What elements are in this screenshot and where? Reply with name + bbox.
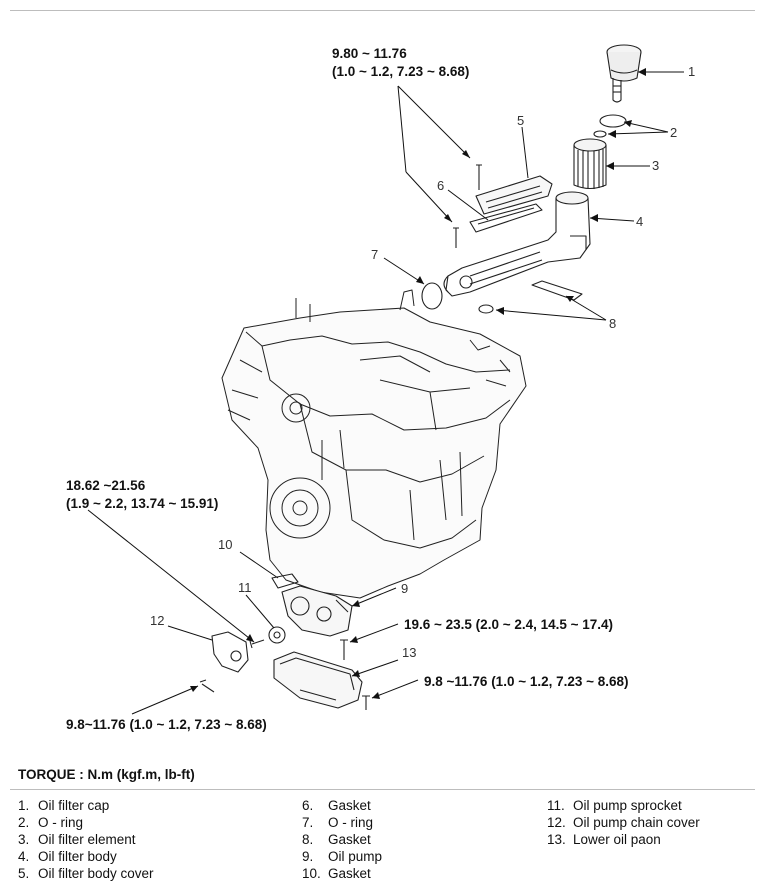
- top-rule: [10, 10, 755, 11]
- torque-cover-bolt-line1: 9.80 ~ 11.76: [332, 46, 407, 61]
- o-ring-small-part: [593, 130, 607, 138]
- legend-column-2: 6.Gasket 7.O - ring 8.Gasket 9.Oil pump …: [302, 797, 382, 882]
- gasket-8b-part: [478, 304, 494, 314]
- legend-rule: [10, 789, 755, 790]
- gasket-8a-part: [531, 280, 583, 301]
- o-ring-7-part: [421, 282, 443, 310]
- torque-unit-label: TORQUE : N.m (kgf.m, lb-ft): [18, 767, 195, 782]
- gasket-6-part: [469, 203, 543, 233]
- oil-pump-chain-cover-part: [211, 631, 249, 673]
- callout-8: 8: [609, 316, 616, 331]
- bolt-part: [453, 227, 459, 248]
- exploded-diagram: 1 2 3 4 5 6 7 8 9 10 11 12 13 9.80 ~ 11.…: [66, 44, 695, 732]
- callout-10: 10: [218, 537, 232, 552]
- callout-9: 9: [401, 581, 408, 596]
- oil-filter-body-part: [443, 191, 591, 297]
- legend-item: 5.Oil filter body cover: [18, 866, 154, 881]
- legend-item: 10.Gasket: [302, 866, 371, 881]
- callout-13: 13: [402, 645, 416, 660]
- legend-column-3: 11.Oil pump sprocket 12.Oil pump chain c…: [547, 797, 700, 848]
- oil-pump-part: [281, 585, 353, 637]
- torque-cover-bolt-line2: (1.0 ~ 1.2, 7.23 ~ 8.68): [332, 64, 469, 79]
- oil-filter-body-cover-part: [475, 175, 553, 215]
- callout-3: 3: [652, 158, 659, 173]
- leader-lines: [87, 71, 684, 715]
- legend-item: 6.Gasket: [302, 798, 371, 813]
- legend-item: 4.Oil filter body: [18, 849, 117, 864]
- bolt-part: [249, 639, 265, 649]
- callout-12: 12: [150, 613, 164, 628]
- oil-filter-element-part: [573, 138, 607, 190]
- legend-column-1: 1.Oil filter cap 2.O - ring 3.Oil filter…: [18, 797, 154, 882]
- leader-arrowheads: [190, 68, 646, 699]
- torque-chain-cover-line2: (1.9 ~ 2.2, 13.74 ~ 15.91): [66, 496, 218, 511]
- callout-6: 6: [437, 178, 444, 193]
- oil-pump-sprocket-part: [268, 626, 286, 644]
- legend-item: 11.Oil pump sprocket: [547, 798, 682, 813]
- legend-item: 7.O - ring: [302, 815, 374, 830]
- legend-item: 3.Oil filter element: [18, 832, 136, 847]
- bolt-part: [199, 679, 215, 693]
- callout-7: 7: [371, 247, 378, 262]
- torque-oil-pump-bolt: 19.6 ~ 23.5 (2.0 ~ 2.4, 14.5 ~ 17.4): [404, 617, 613, 632]
- legend-item: 9.Oil pump: [302, 849, 383, 864]
- legend-item: 8.Gasket: [302, 832, 371, 847]
- callout-4: 4: [636, 214, 643, 229]
- legend-item: 1.Oil filter cap: [18, 798, 110, 813]
- chain-cover-hole: [230, 650, 242, 662]
- legend-item: 2.O - ring: [18, 815, 84, 830]
- torque-oil-pan-bolt: 9.8 ~11.76 (1.0 ~ 1.2, 7.23 ~ 8.68): [424, 674, 629, 689]
- callout-1: 1: [688, 64, 695, 79]
- legend-item: 12.Oil pump chain cover: [547, 815, 700, 830]
- bolt-part: [362, 695, 370, 710]
- bolt-part: [476, 164, 482, 190]
- gasket-10-part: [271, 573, 299, 589]
- o-ring-large-part: [599, 114, 627, 128]
- oil-filter-cap-part: [606, 44, 642, 103]
- legend-item: 13.Lower oil paon: [547, 832, 661, 847]
- lower-oil-pan-part: [273, 651, 363, 709]
- callout-5: 5: [517, 113, 524, 128]
- torque-chain-cover-line1: 18.62 ~21.56: [66, 478, 146, 493]
- engine-block: [221, 289, 527, 599]
- torque-front-bolt: 9.8~11.76 (1.0 ~ 1.2, 7.23 ~ 8.68): [66, 717, 267, 732]
- callout-2: 2: [670, 125, 677, 140]
- callout-11: 11: [238, 580, 252, 595]
- bolt-part: [340, 639, 348, 660]
